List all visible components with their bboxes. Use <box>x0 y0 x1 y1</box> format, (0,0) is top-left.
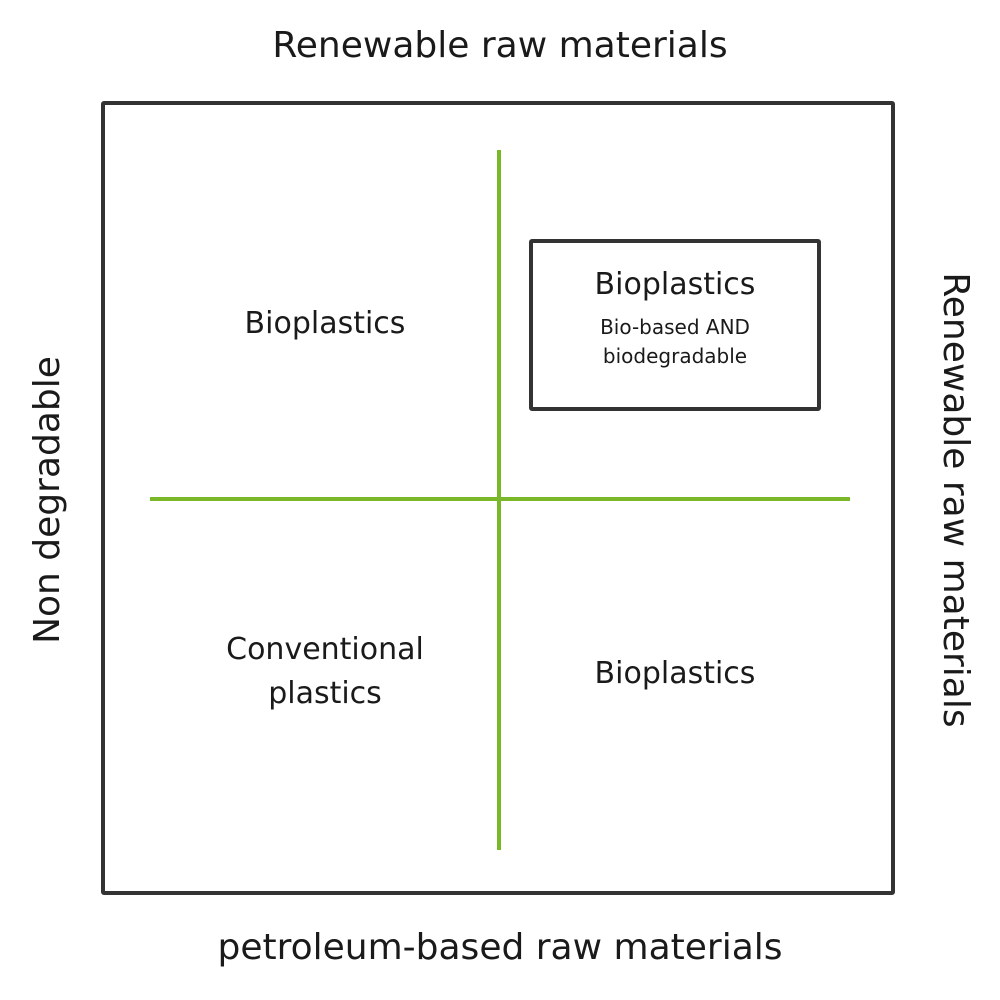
bottom-left-line-1: Conventional <box>226 632 424 667</box>
bottom-left-line-2: plastics <box>268 675 382 711</box>
quadrant-top-right-subtitle: Bio-based AND biodegradable <box>533 313 817 371</box>
quadrant-top-right-title: Bioplastics <box>594 267 756 302</box>
subtitle-line-1: Bio-based AND <box>600 315 750 339</box>
quadrant-top-left-label: Bioplastics <box>244 306 406 341</box>
axis-label-bottom: petroleum-based raw materials <box>217 927 783 968</box>
axis-label-right: Renewable raw materials <box>935 272 976 728</box>
subtitle-line-2: biodegradable <box>602 344 748 368</box>
quadrant-bottom-left-label: Conventional plastics <box>175 628 475 715</box>
quadrant-bottom-right-label: Bioplastics <box>594 656 756 691</box>
quadrant-top-right-box: Bioplastics Bio-based AND biodegradable <box>529 239 821 411</box>
axis-label-top: Renewable raw materials <box>272 25 728 66</box>
diagram-frame <box>101 101 895 895</box>
axis-label-left: Non degradable <box>27 356 68 644</box>
horizontal-divider <box>150 497 850 501</box>
